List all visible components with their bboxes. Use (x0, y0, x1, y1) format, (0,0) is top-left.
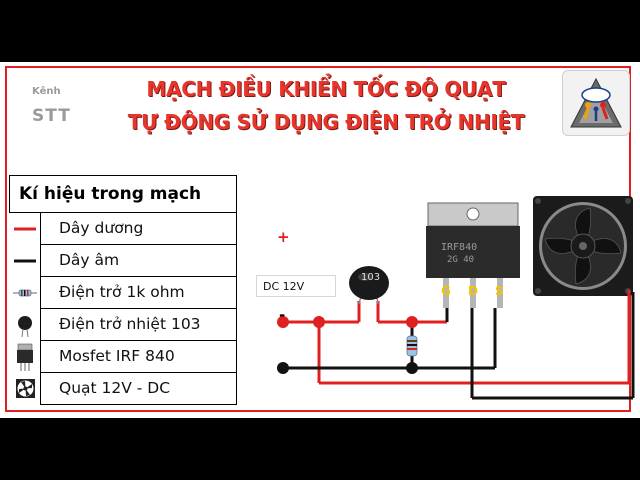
fan-icon (16, 379, 35, 398)
thermistor-icon (18, 316, 32, 338)
positive-terminal-label: + (277, 228, 290, 246)
pin-label-gate: G (441, 284, 451, 298)
channel-name: STT (32, 106, 71, 126)
channel-label: Kênh (32, 86, 61, 97)
pin-label-drain: D (468, 284, 478, 298)
symbol-legend: Kí hiệu trong mạch Dây dương Dây âm Điện… (9, 175, 237, 405)
pin-label-source: S (495, 284, 504, 298)
legend-label: Điện trở nhiệt 103 (40, 309, 237, 341)
legend-header: Kí hiệu trong mạch (9, 175, 237, 213)
resistor-icon (13, 289, 37, 297)
legend-label: Quạt 12V - DC (40, 373, 237, 405)
supply-voltage-label: DC 12V (256, 275, 336, 297)
mosfet-marking-2: 2G 40 (447, 255, 474, 265)
legend-row-positive-wire: Dây dương (9, 213, 237, 245)
legend-row-fan: Quạt 12V - DC (9, 373, 237, 405)
title-line-2: TỰ ĐỘNG SỬ DỤNG ĐIỆN TRỞ NHIỆT (127, 110, 525, 134)
junction-dots (277, 316, 418, 374)
thermistor-code: 103 (361, 272, 380, 283)
stt-logo-icon (562, 70, 630, 136)
legend-label: Mosfet IRF 840 (40, 341, 237, 373)
mosfet-icon (17, 343, 33, 371)
black-wire-icon (14, 259, 36, 263)
thermistor-icon: 103 (349, 266, 389, 305)
resistor-icon (406, 335, 418, 357)
legend-row-negative-wire: Dây âm (9, 245, 237, 277)
title-line-1: MẠCH ĐIỀU KHIỂN TỐC ĐỘ QUẠT (146, 77, 506, 101)
legend-label: Dây dương (40, 213, 237, 245)
red-wire-icon (14, 227, 36, 231)
negative-terminal-label: - (279, 306, 286, 324)
fan-icon (533, 196, 633, 296)
mosfet-icon: IRF840 2G 40 G D S (426, 202, 520, 308)
legend-row-thermistor: Điện trở nhiệt 103 (9, 309, 237, 341)
mosfet-marking-1: IRF840 (441, 242, 477, 253)
legend-label: Dây âm (40, 245, 237, 277)
legend-row-mosfet: Mosfet IRF 840 (9, 341, 237, 373)
legend-label: Điện trở 1k ohm (40, 277, 237, 309)
legend-row-resistor: Điện trở 1k ohm (9, 277, 237, 309)
